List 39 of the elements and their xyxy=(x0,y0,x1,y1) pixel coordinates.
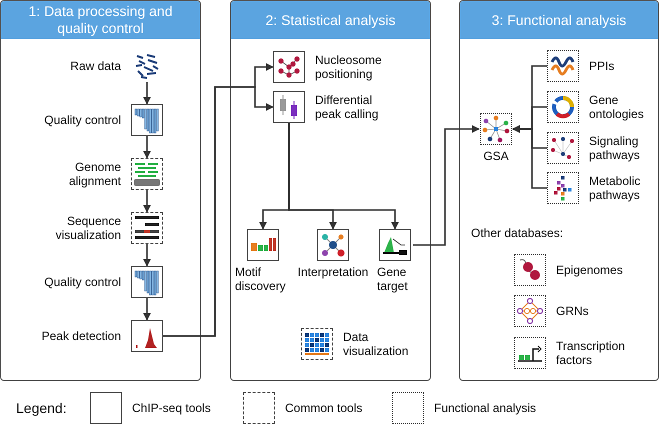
step-label: Gene ontologies xyxy=(589,93,645,121)
step-label: Epigenomes xyxy=(556,263,623,277)
connector-arrow xyxy=(288,123,399,230)
step-label: Quality control xyxy=(44,275,121,289)
panel-header: 2: Statistical analysis xyxy=(231,1,430,39)
connector-arrow xyxy=(143,298,151,321)
connector-arrow xyxy=(413,125,480,246)
legend-text: Functional analysis xyxy=(434,401,536,415)
connector-arrow xyxy=(143,244,151,267)
step-label: Genome alignment xyxy=(68,160,121,188)
step-label: Interpretation xyxy=(298,265,368,279)
connector-arrow xyxy=(143,82,151,105)
panel-header: 1: Data processing and quality control xyxy=(1,1,200,39)
step-label: Data visualization xyxy=(343,330,410,358)
legend-text: Common tools xyxy=(285,401,362,415)
step-label: Transcription factors xyxy=(556,339,626,367)
step-label: Quality control xyxy=(44,113,121,127)
panel xyxy=(0,0,201,381)
step-label: GSA xyxy=(483,149,509,163)
step-label: Differential peak calling xyxy=(315,93,380,121)
step-label: Metabolic pathways xyxy=(589,174,642,202)
step-label: Gene target xyxy=(377,265,409,293)
section-note: Other databases: xyxy=(471,226,564,240)
connector-arrow xyxy=(143,136,151,159)
step-label: GRNs xyxy=(556,304,589,318)
step-label: Signaling pathways xyxy=(589,134,641,162)
step-label: Raw data xyxy=(70,59,121,73)
step-label: Sequence visualization xyxy=(54,214,121,242)
step-label: PPIs xyxy=(589,59,614,73)
panel xyxy=(230,0,431,381)
legend-title: Legend: xyxy=(16,400,67,416)
step-label: Nucleosome positioning xyxy=(315,53,383,81)
panel xyxy=(459,0,659,381)
legend-text: ChIP-seq tools xyxy=(132,401,211,415)
step-label: Motif discovery xyxy=(235,265,287,293)
connector-arrow xyxy=(512,125,547,189)
panel-header: 3: Functional analysis xyxy=(460,1,658,39)
connector-arrow xyxy=(143,190,151,213)
step-label: Peak detection xyxy=(42,329,121,343)
